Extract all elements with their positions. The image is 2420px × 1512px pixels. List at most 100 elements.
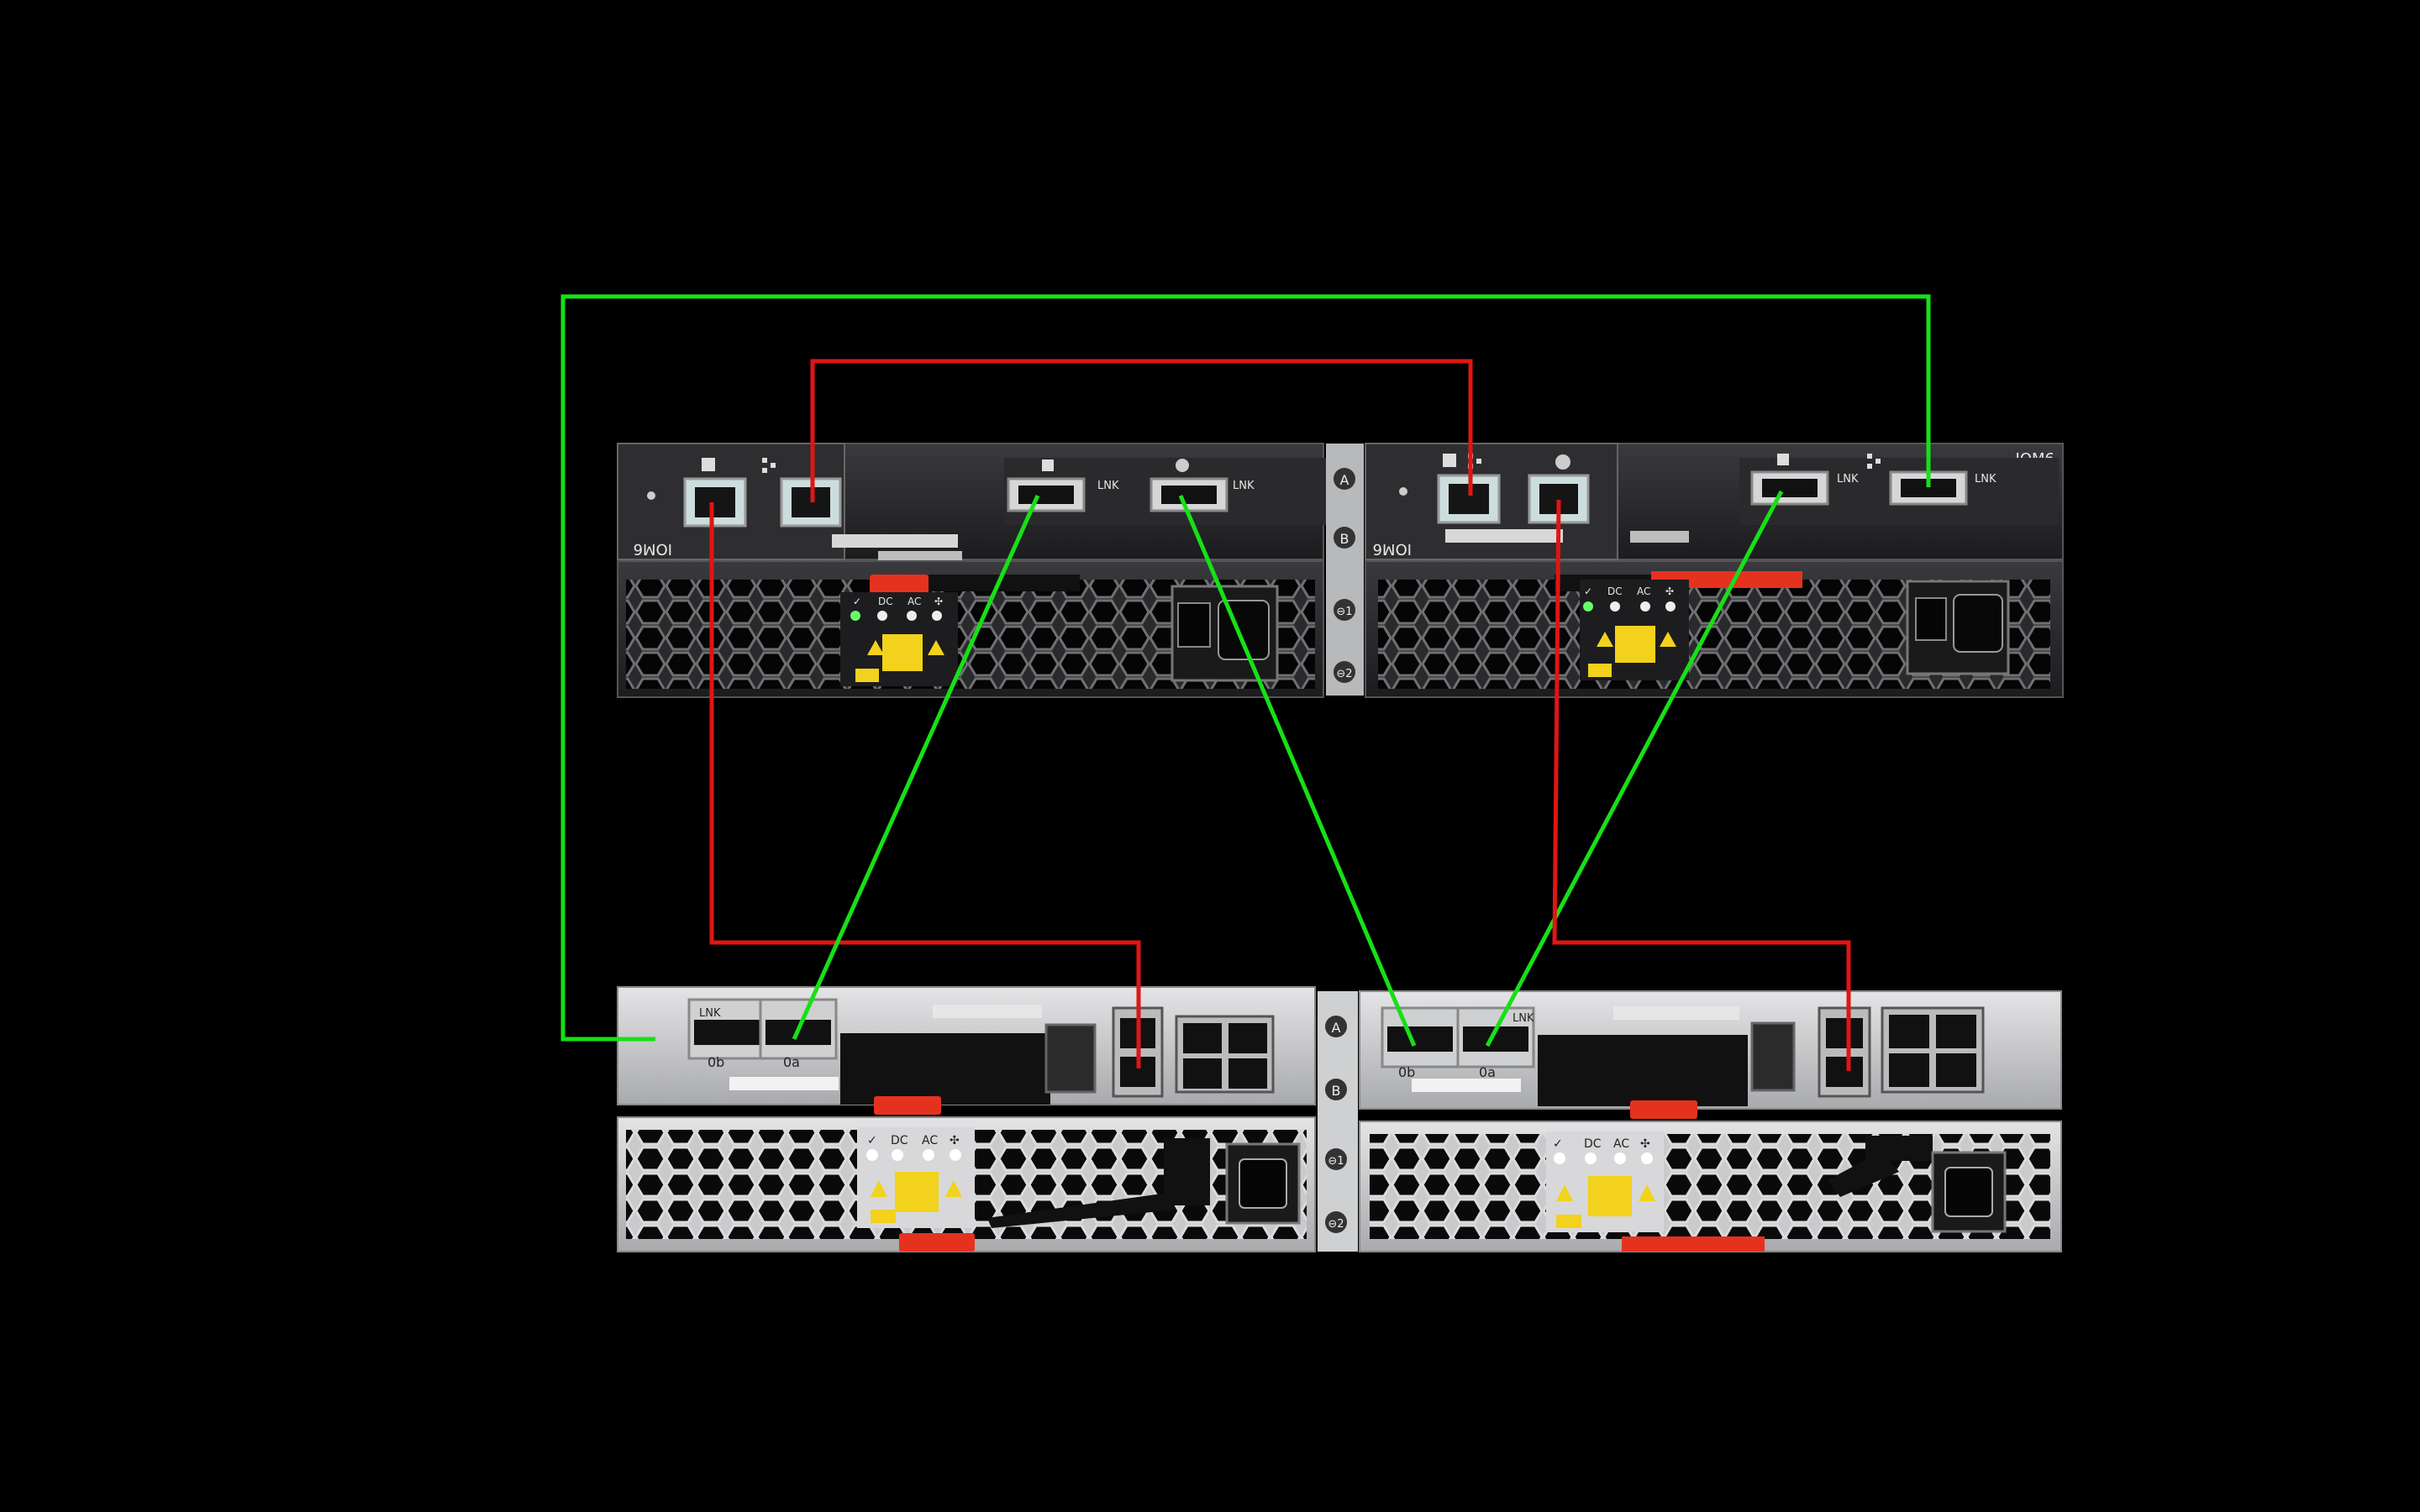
psu-left-top: ✓ DC AC ✣ <box>617 560 1324 698</box>
controller-b-port-0a-label: 0a <box>1479 1064 1496 1080</box>
controller-bay-label-b: B <box>1332 1083 1341 1099</box>
led-ac <box>907 611 917 621</box>
controller-a: LNK 0b 0a <box>617 986 1316 1115</box>
latch-handle[interactable] <box>929 575 1080 591</box>
wrench-icon <box>1443 454 1456 467</box>
warning-icon <box>867 640 884 655</box>
warning-icon <box>928 640 944 655</box>
psu-led-label-ok: ✓ <box>867 1134 877 1147</box>
green-cable-iom-a-sas-to-controller-b-0b[interactable] <box>1178 495 1417 1047</box>
iom-a-label-inverted: IOM6 <box>634 540 672 558</box>
psu-led-label-dc: DC <box>1607 585 1623 597</box>
power-switch-icon[interactable] <box>1177 602 1211 648</box>
iom-a-lnk-label-2: LNK <box>1233 480 1255 492</box>
green-cable-outer-loop[interactable] <box>560 294 1931 1042</box>
manual-icon <box>1588 664 1612 677</box>
led-ok <box>1583 601 1593 612</box>
release-latch[interactable] <box>1622 1236 1765 1252</box>
manual-icon <box>855 669 879 682</box>
warning-icon <box>1639 1184 1655 1201</box>
controller-b-port-0b[interactable] <box>1387 1026 1453 1052</box>
psu-status-panel: ✓ DC AC ✣ <box>1580 580 1689 680</box>
controller-a-port-0b[interactable] <box>694 1020 760 1045</box>
psu-led-label-ac: AC <box>1637 585 1650 597</box>
controller-b-usb-ports[interactable] <box>1750 1021 1796 1092</box>
led-fan <box>950 1149 961 1161</box>
psu-led-label-dc: DC <box>1584 1137 1602 1151</box>
warning-icon <box>1660 632 1676 647</box>
power-switch-icon[interactable] <box>1915 597 1947 641</box>
led-dc <box>877 611 887 621</box>
bay-strip-bottom: A B ⊖1 ⊖2 <box>1318 991 1358 1252</box>
led-ok <box>1554 1152 1565 1164</box>
warning-label <box>895 1172 939 1212</box>
port-icon <box>1176 459 1189 472</box>
serial-label <box>729 1077 839 1090</box>
controller-psu-slot-1: ⊖1 <box>1328 1155 1344 1168</box>
bay-label-b: B <box>1340 531 1349 547</box>
controller-psu-b: ✓ DC AC ✣ <box>1359 1121 2062 1252</box>
led-fan <box>1641 1152 1653 1164</box>
iom-b-lnk-label-2: LNK <box>1975 473 1996 486</box>
warning-icon <box>1597 632 1613 647</box>
serial-label <box>1445 529 1563 543</box>
release-latch[interactable] <box>870 575 929 595</box>
cables <box>560 294 1931 1071</box>
controller-a-port-0a-label: 0a <box>783 1054 800 1070</box>
led-dc <box>1610 601 1620 612</box>
bay-strip-top: A B ⊖1 ⊖2 <box>1326 444 1364 696</box>
led-ac <box>1614 1152 1626 1164</box>
cable-retainer[interactable] <box>1164 1138 1210 1205</box>
power-cable-clip[interactable] <box>1828 1151 1899 1197</box>
green-cable-iom-b-sas-to-controller-b-0a[interactable] <box>1485 490 1784 1047</box>
manual-icon <box>1556 1215 1581 1228</box>
led-ok <box>850 611 860 621</box>
storage-controller: LNK 0b 0a A B ⊖1 ⊖2 <box>617 986 2062 1252</box>
network-icon <box>1867 454 1881 469</box>
led-fan <box>1665 601 1676 612</box>
warning-icon <box>871 1180 887 1197</box>
release-latch[interactable] <box>1630 1100 1697 1119</box>
red-cable-iom-b-to-controller-b[interactable] <box>1552 499 1851 1071</box>
led-dc <box>1585 1152 1597 1164</box>
iom-module-a: IOM6 IOM6 LNK LNK <box>617 443 1340 561</box>
psu-right-top: ✓ DC AC ✣ <box>1365 560 2064 698</box>
controller-b-port-0b-label: 0b <box>1398 1064 1415 1080</box>
release-latch[interactable] <box>874 1096 941 1115</box>
manual-icon <box>871 1210 896 1223</box>
cable-retainer[interactable] <box>1865 1136 1933 1161</box>
controller-a-port-0b-label: 0b <box>708 1054 724 1070</box>
release-latch[interactable] <box>899 1233 975 1252</box>
psu-status-panel: ✓ DC AC ✣ <box>1546 1131 1664 1232</box>
ac-socket[interactable] <box>1218 600 1270 660</box>
iom-a-lnk-label: LNK <box>1097 480 1119 492</box>
psu-led-label-ok: ✓ <box>853 596 861 607</box>
iom-module-b: IOM6 IOM6 LNK LNK <box>1365 443 2064 560</box>
red-cable-top-iom-b-to-iom-a[interactable] <box>810 359 1473 502</box>
led-ac <box>923 1149 934 1161</box>
psu-led-label-dc: DC <box>891 1134 908 1147</box>
green-cable-iom-a-sas-to-controller-a-0a[interactable] <box>792 494 1040 1041</box>
psu-led-label-ac: AC <box>908 596 921 607</box>
bay-label-a: A <box>1340 472 1349 488</box>
controller-psu-a: ✓ DC AC ✣ <box>617 1116 1316 1252</box>
psu-slot-label-2: ⊖2 <box>1336 668 1352 680</box>
psu-led-label-ok: ✓ <box>1584 585 1592 597</box>
power-cable-clip[interactable] <box>987 1193 1176 1228</box>
psu-led-label-fan: ✣ <box>1665 585 1674 597</box>
serial-label-2 <box>878 551 962 561</box>
warning-icon <box>945 1180 962 1197</box>
ac-socket[interactable] <box>1953 594 2003 653</box>
psu-led-label-fan: ✣ <box>1640 1137 1650 1151</box>
serial-label <box>832 534 958 548</box>
red-cable-iom-a-to-controller-a[interactable] <box>709 502 1141 1068</box>
controller-b-lnk-label: LNK <box>1512 1012 1534 1025</box>
controller-psu-slot-2: ⊖2 <box>1328 1218 1344 1231</box>
psu-slot-label-1: ⊖1 <box>1336 606 1352 618</box>
warning-label <box>1615 626 1655 663</box>
warning-label <box>882 634 923 671</box>
led-fan <box>932 611 942 621</box>
psu-status-panel: ✓ DC AC ✣ <box>857 1127 975 1228</box>
controller-a-usb-ports[interactable] <box>1044 1023 1097 1094</box>
